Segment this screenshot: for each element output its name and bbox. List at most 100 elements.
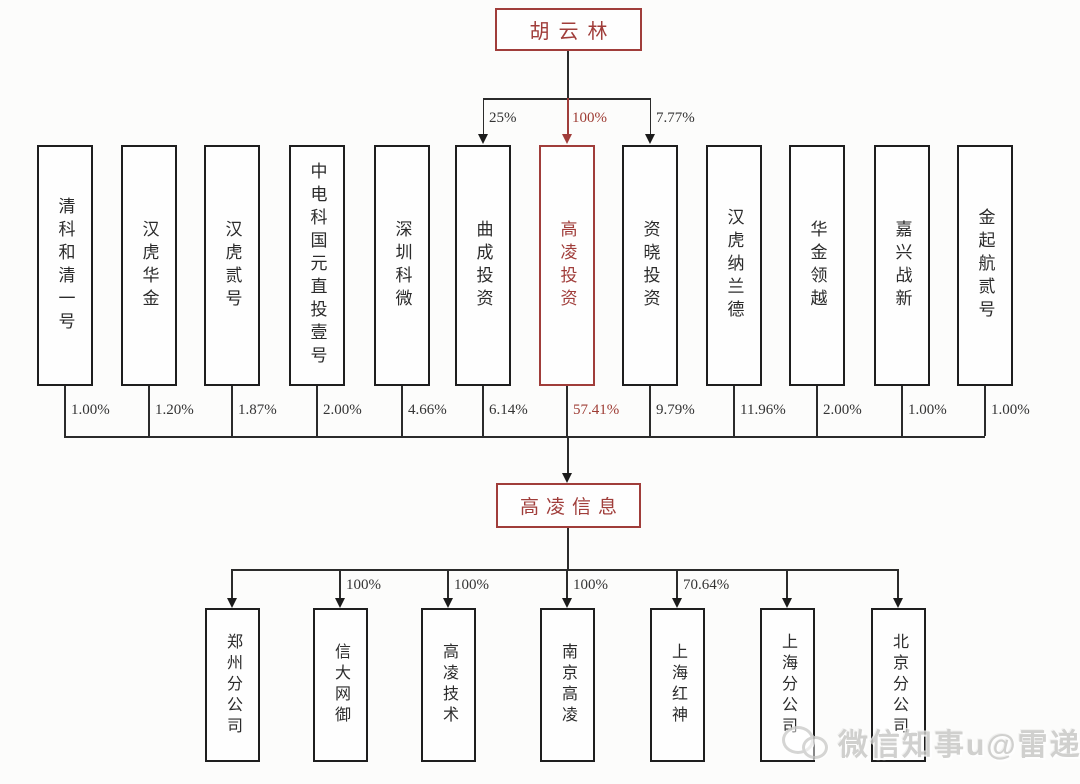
company-drop-line [567, 436, 569, 474]
shareholder-box: 资晓投资 [622, 145, 678, 386]
stake-drop-line-highlight [567, 98, 569, 134]
subsidiary-pct-label: 100% [454, 577, 489, 593]
stake-drop-line [649, 98, 652, 134]
ownership-pct-label: 57.41% [573, 402, 620, 418]
ownership-drop-line [733, 386, 735, 436]
ownership-drop-line [231, 386, 233, 436]
subsidiary-box: 上海红神 [649, 608, 705, 762]
ownership-pct-label: 1.00% [991, 402, 1030, 418]
ownership-pct-label: 1.20% [155, 402, 194, 418]
ownership-pct-label: 2.00% [823, 402, 862, 418]
ownership-pct-label: 4.66% [408, 402, 447, 418]
shareholder-box: 汉虎华金 [121, 145, 177, 386]
stake-arrow-icon [645, 134, 655, 144]
stake-pct-label: 25% [489, 110, 517, 126]
subsidiary-drop-line [231, 569, 233, 598]
shareholder-box: 高凌投资 [539, 145, 595, 386]
company-stem-line [567, 528, 569, 570]
ownership-drop-line [64, 386, 66, 436]
subsidiary-drop-line [897, 569, 899, 598]
root-box: 胡云林 [495, 8, 642, 51]
ownership-drop-line [401, 386, 403, 436]
subsidiary-name: 信大网御 [332, 643, 349, 727]
subsidiary-drop-line [676, 569, 678, 598]
ownership-pct-label: 1.00% [71, 402, 110, 418]
watermark: 微信知事u@雷递 [782, 720, 1080, 764]
ownership-pct-label: 9.79% [656, 402, 695, 418]
stake-pct-label-highlight: 100% [572, 110, 607, 126]
subsidiary-name: 上海红神 [669, 643, 686, 727]
shareholder-box: 清科和清一号 [37, 145, 93, 386]
subsidiary-arrow-icon [672, 598, 682, 608]
shareholder-box: 嘉兴战新 [874, 145, 930, 386]
stake-drop-line [482, 98, 485, 134]
subsidiary-drop-line [447, 569, 449, 598]
shareholder-name: 深圳科微 [392, 219, 412, 312]
ownership-pct-label: 11.96% [740, 402, 786, 418]
shareholder-name: 华金领越 [807, 219, 827, 312]
company-box: 高凌信息 [496, 483, 641, 528]
shareholder-name: 资晓投资 [640, 219, 660, 312]
ownership-drop-line [566, 386, 568, 436]
subsidiary-arrow-icon [443, 598, 453, 608]
shareholder-name: 汉虎纳兰德 [724, 208, 744, 323]
subsidiary-name: 上海分公司 [779, 632, 796, 738]
subsidiary-pct-label: 100% [573, 577, 608, 593]
subsidiary-box: 北京分公司 [870, 608, 926, 762]
shareholder-name: 中电科国元直投壹号 [307, 162, 327, 369]
stake-pct-label: 7.77% [656, 110, 695, 126]
shareholder-name: 高凌投资 [557, 219, 577, 312]
subsidiary-name: 高凌技术 [440, 643, 457, 727]
subsidiary-arrow-icon [335, 598, 345, 608]
ownership-drop-line [649, 386, 651, 436]
shareholders-bus-line [64, 436, 985, 438]
subsidiaries-bus-line [231, 569, 898, 571]
subsidiary-arrow-icon [562, 598, 572, 608]
shareholder-box: 深圳科微 [374, 145, 430, 386]
subsidiary-drop-line [339, 569, 341, 598]
shareholder-name: 嘉兴战新 [892, 219, 912, 312]
shareholder-box: 金起航贰号 [957, 145, 1013, 386]
shareholder-box: 华金领越 [789, 145, 845, 386]
shareholder-box: 汉虎纳兰德 [706, 145, 762, 386]
ownership-drop-line [901, 386, 903, 436]
subsidiary-drop-line [566, 569, 568, 598]
subsidiary-arrow-icon [227, 598, 237, 608]
subsidiary-drop-line [786, 569, 788, 598]
shareholder-name: 曲成投资 [473, 219, 493, 312]
shareholder-name: 金起航贰号 [975, 208, 995, 323]
shareholder-box: 中电科国元直投壹号 [289, 145, 345, 386]
stake-arrow-icon [478, 134, 488, 144]
subsidiary-box: 信大网御 [312, 608, 368, 762]
company-label: 高凌信息 [519, 497, 624, 518]
shareholder-box: 曲成投资 [455, 145, 511, 386]
shareholder-name: 汉虎贰号 [222, 219, 242, 312]
subsidiary-box: 高凌技术 [420, 608, 476, 762]
subsidiary-arrow-icon [782, 598, 792, 608]
subsidiary-name: 郑州分公司 [224, 632, 241, 738]
root-stem-line [567, 51, 569, 98]
subsidiary-box: 南京高凌 [539, 608, 595, 762]
ownership-drop-line [316, 386, 318, 436]
company-arrow-icon [562, 473, 572, 483]
subsidiary-pct-label: 70.64% [683, 577, 730, 593]
root-label: 胡云林 [529, 21, 617, 43]
shareholder-name: 汉虎华金 [139, 219, 159, 312]
ownership-pct-label: 1.87% [238, 402, 277, 418]
ownership-pct-label: 1.00% [908, 402, 947, 418]
shareholder-name: 清科和清一号 [55, 196, 75, 335]
ownership-drop-line [148, 386, 150, 436]
subsidiary-name: 北京分公司 [890, 632, 907, 738]
subsidiary-arrow-icon [893, 598, 903, 608]
ownership-drop-line [816, 386, 818, 436]
subsidiary-box: 上海分公司 [759, 608, 815, 762]
ownership-drop-line [482, 386, 484, 436]
ownership-pct-label: 2.00% [323, 402, 362, 418]
ownership-pct-label: 6.14% [489, 402, 528, 418]
shareholder-box: 汉虎贰号 [204, 145, 260, 386]
ownership-drop-line [984, 386, 986, 436]
stake-arrow-icon-highlight [562, 134, 572, 144]
subsidiary-name: 南京高凌 [559, 643, 576, 727]
subsidiary-box: 郑州分公司 [204, 608, 260, 762]
